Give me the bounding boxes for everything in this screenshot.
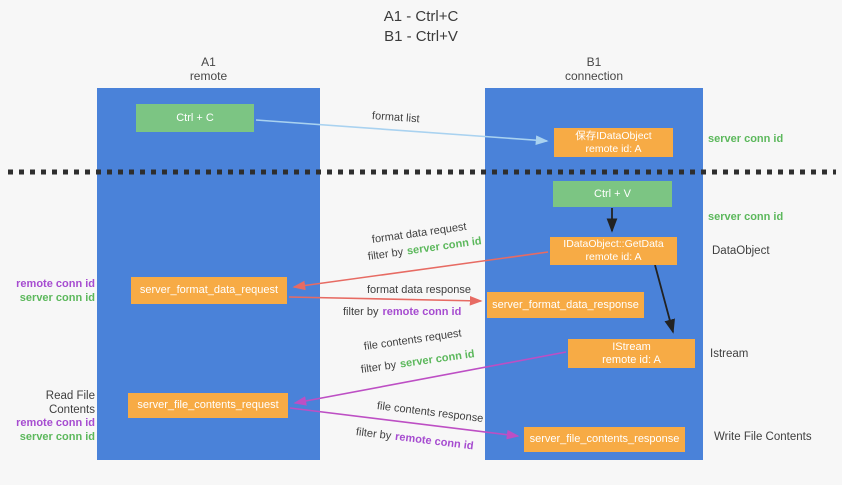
node-istream-line2: remote id: A [602,353,661,366]
annotation-conn-ids-format: remote conn id server conn id [0,278,95,305]
node-server-file-contents-request: server_file_contents_request [128,393,288,418]
annotation-write-file-contents: Write File Contents [714,431,812,443]
node-file-response-label: server_file_contents_response [529,433,680,445]
title-line-1: A1 - Ctrl+C [383,8,459,25]
node-file-request-label: server_file_contents_request [137,399,279,411]
column-b1-role: connection [564,69,624,83]
node-getdata-line1: IDataObject::GetData [563,238,664,250]
node-server-format-data-request: server_format_data_request [131,277,287,304]
node-server-format-data-response: server_format_data_response [487,292,644,318]
node-save-idataobject: 保存IDataObject remote id: A [554,128,673,157]
annotation-server-conn-id: server conn id [19,430,95,443]
node-save-idataobject-line1: 保存IDataObject [575,129,652,142]
node-save-idataobject-line2: remote id: A [585,142,642,155]
arrow-file-contents-response [289,407,520,440]
annotation-read-file-contents-block: Read File Contents remote conn id server… [0,390,95,444]
arrow-format-data-response [288,295,483,306]
label-format-data-response: format data response [367,284,471,296]
node-server-file-contents-response: server_file_contents_response [524,427,685,452]
node-ctrl-v-label: Ctrl + V [594,187,631,200]
annotation-dataobject: DataObject [712,245,770,257]
arrow-getdata-to-istream [654,264,675,334]
node-ctrl-v: Ctrl + V [553,181,672,207]
node-istream: IStream remote id: A [568,339,695,368]
node-ctrl-c-label: Ctrl + C [176,111,214,124]
arrow-file-contents-request [293,351,567,406]
node-ctrl-c: Ctrl + C [136,104,254,132]
node-idataobject-getdata: IDataObject::GetData remote id: A [550,237,677,265]
column-a1-name: A1 [201,55,216,69]
node-getdata-line2: remote id: A [585,251,642,263]
node-format-response-label: server_format_data_response [492,298,639,311]
annotation-server-conn-id-top: server conn id [708,133,784,145]
column-header-b1: B1 connection [485,55,703,83]
arrow-format-list [255,119,549,145]
filter-by-text: filter by [343,306,379,318]
annotation-remote-conn-id: remote conn id [16,417,95,429]
diagram-title: A1 - Ctrl+C B1 - Ctrl+V [0,7,842,47]
column-a1-role: remote [189,69,228,83]
remote-conn-id-text: remote conn id [382,306,462,318]
node-istream-line1: IStream [612,340,651,353]
annotation-read-file-contents: Read File Contents [45,390,95,416]
title-line-2: B1 - Ctrl+V [384,28,458,45]
annotation-remote-conn-id: remote conn id [16,278,95,290]
node-format-request-label: server_format_data_request [139,284,279,296]
annotation-server-conn-id: server conn id [19,291,95,304]
column-b1-name: B1 [586,55,602,69]
arrow-format-data-request [292,251,549,291]
column-header-a1: A1 remote [97,55,320,83]
annotation-server-conn-id-mid: server conn id [708,211,784,223]
annotation-istream: Istream [710,348,749,360]
